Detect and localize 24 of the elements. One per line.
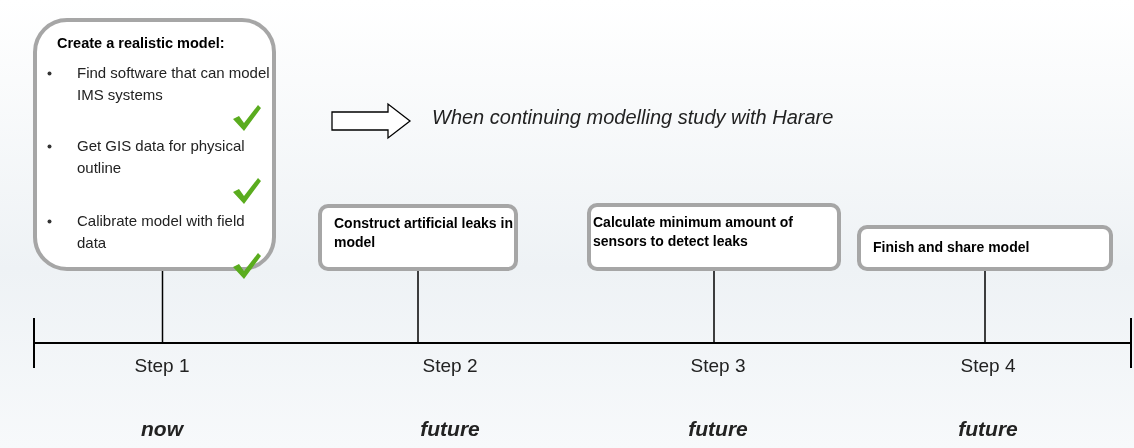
step-label: Step 3 xyxy=(689,355,747,377)
connector-line xyxy=(417,270,419,344)
connector-line xyxy=(984,270,986,344)
step-heading: Create a realistic model: xyxy=(57,34,226,53)
phase-label: future xyxy=(957,417,1019,441)
connector-line xyxy=(161,270,164,344)
bullet-item: Get GIS data for physical outline xyxy=(77,136,246,178)
step-heading: Finish and share model xyxy=(873,238,1031,257)
step-heading: Construct artificial leaks in model xyxy=(334,214,514,252)
step-box xyxy=(587,203,841,271)
block-arrow xyxy=(331,102,412,140)
bullet-item: Calibrate model with field data xyxy=(77,211,246,253)
step-heading: Calculate minimum amount of sensors to detect leaks xyxy=(593,213,794,251)
step-label: Step 2 xyxy=(421,355,479,377)
phase-label: future xyxy=(687,417,749,441)
step-box xyxy=(318,204,518,271)
phase-label: future xyxy=(419,417,481,441)
connector-line xyxy=(713,270,715,344)
step-label: Step 4 xyxy=(959,355,1017,377)
note-text: When continuing modelling study with Harare xyxy=(432,106,992,138)
step-box xyxy=(857,225,1113,271)
bullet-item: Find software that can model IMS systems xyxy=(77,63,271,105)
phase-label: now xyxy=(140,417,185,441)
step-label: Step 1 xyxy=(133,355,191,377)
